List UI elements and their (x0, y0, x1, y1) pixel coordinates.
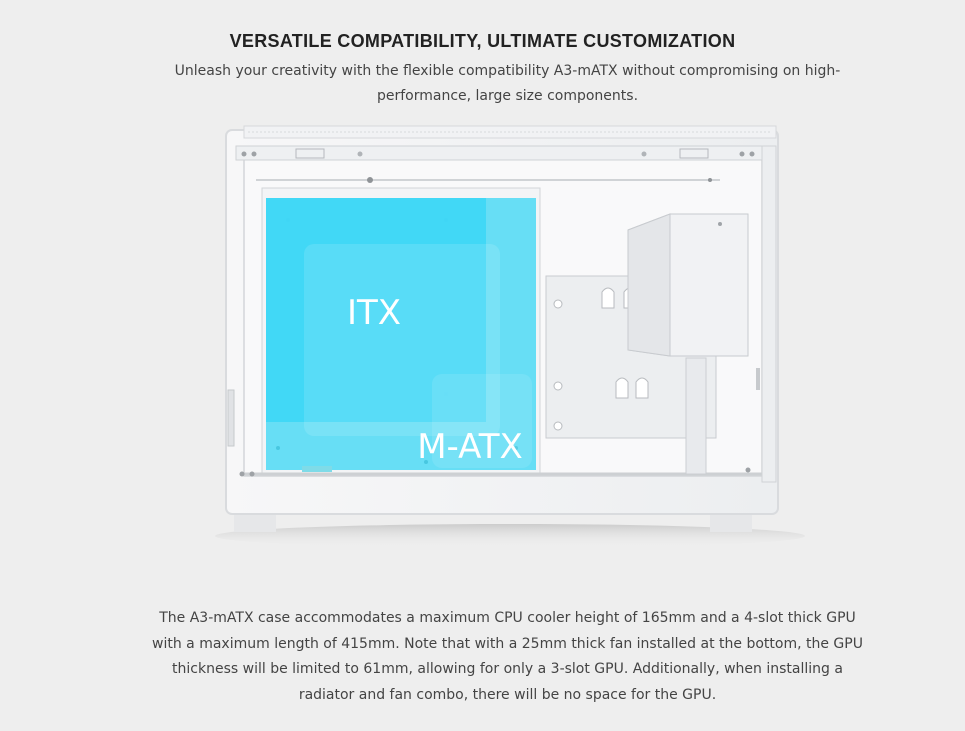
itx-overlay (266, 198, 486, 422)
case-shadow (215, 524, 805, 548)
case-illustration: ITX M-ATX (200, 118, 820, 558)
itx-label: ITX (347, 293, 401, 333)
case-foot-right (710, 510, 752, 532)
details-paragraph: The A3-mATX case accommodates a maximum … (152, 610, 863, 703)
section-title: VERSATILE COMPATIBILITY, ULTIMATE CUSTOM… (229, 31, 736, 51)
side-panel-edge (761, 145, 777, 483)
section-subtitle: Unleash your creativity with the flexibl… (174, 63, 841, 104)
matx-label: M-ATX (417, 427, 523, 467)
case-foot-left (234, 510, 276, 532)
